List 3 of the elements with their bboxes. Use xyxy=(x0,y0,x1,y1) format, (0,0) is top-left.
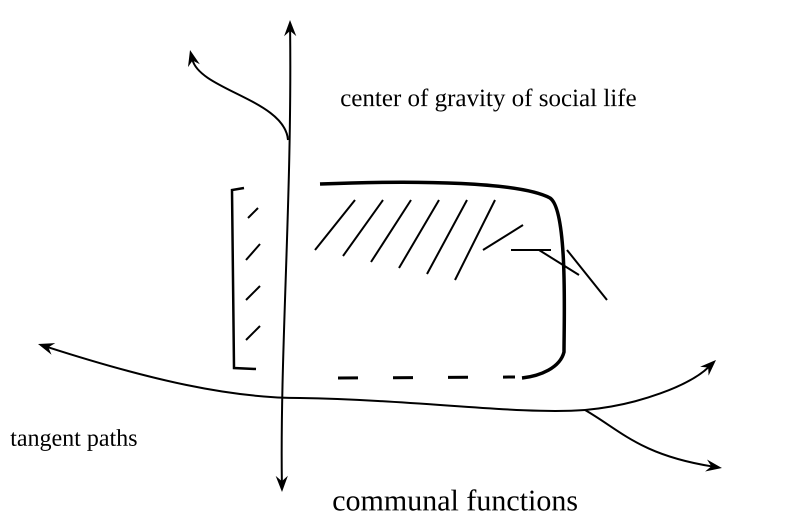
caption-text: tangent paths xyxy=(10,429,137,451)
caption-text: communal functions xyxy=(333,489,577,511)
caption-text: center of gravity of social life xyxy=(341,88,636,112)
